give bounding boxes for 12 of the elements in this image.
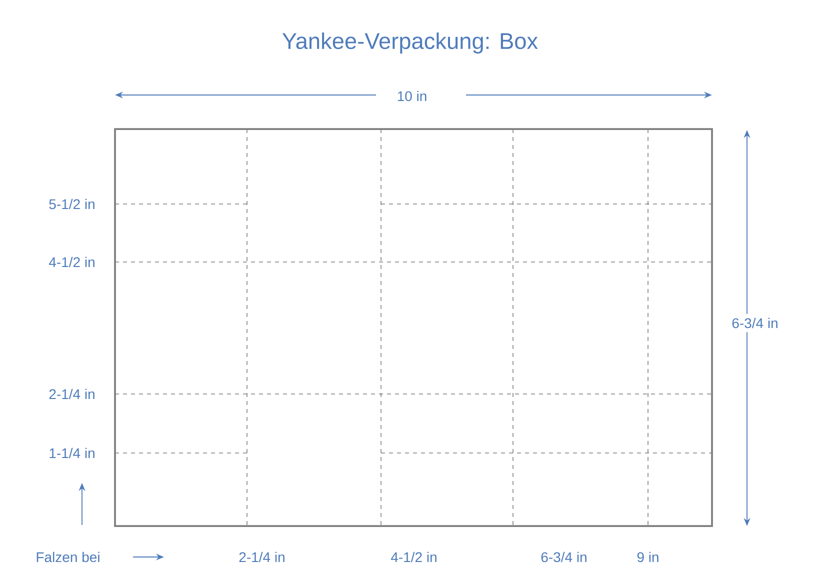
dimension-label: 2-1/4 in — [239, 552, 284, 562]
dimension-label: 6-3/4 in — [541, 552, 586, 562]
title: Yankee-Verpackung: Box — [282, 32, 538, 54]
dimension-label: 10 in — [398, 90, 426, 102]
fold-label: Falzen bei — [36, 552, 100, 562]
dimension-label: 1-1/4 in — [50, 448, 94, 458]
dimension-label: 2-1/4 in — [49, 388, 94, 400]
dimension-label: 6-3/4 in — [728, 314, 782, 332]
dimension-label: 9 in — [637, 552, 658, 562]
dimension-label: 4-1/2 in — [390, 552, 436, 562]
dimension-label: 5-1/2 in — [49, 198, 94, 210]
dimension-label: 4-1/2 in — [48, 256, 94, 268]
